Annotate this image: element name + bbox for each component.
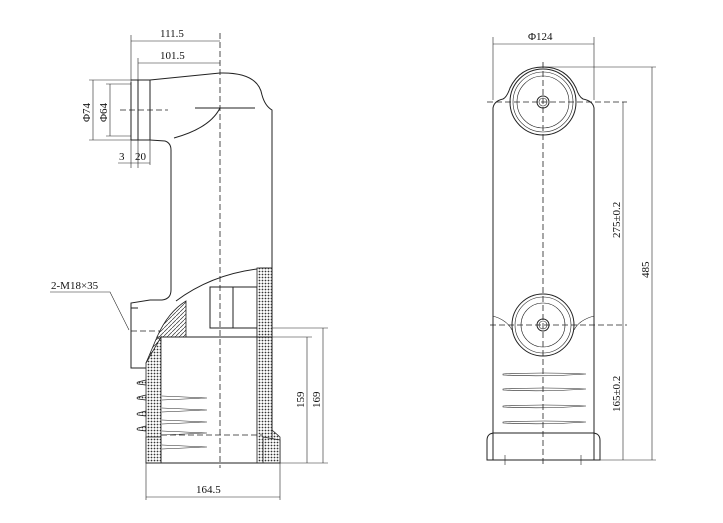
- side-view: 111.5 101.5 Φ74 Φ64 3 20 2-M18×35 159 16…: [50, 28, 328, 500]
- dim-phi64: Φ64: [98, 102, 110, 122]
- dim-101-5: 101.5: [160, 50, 185, 62]
- outer-fins: [136, 379, 147, 432]
- body-outline: [492, 66, 595, 460]
- dim-20: 20: [135, 151, 147, 163]
- dim-phi124: Φ124: [528, 31, 553, 43]
- dim-165: 165±0.2: [611, 376, 623, 412]
- thread-boss: [130, 299, 151, 369]
- base-lines: [146, 336, 280, 464]
- thread-label: 2-M18×35: [51, 280, 99, 292]
- inner-fins: [161, 395, 208, 450]
- front-view: Φ124 275±0.2 165±0.2 485: [486, 31, 656, 465]
- dim-phi74: Φ74: [81, 102, 93, 122]
- inner-arc: [175, 267, 268, 302]
- dim-111-5: 111.5: [160, 28, 184, 40]
- dim-159: 159: [295, 391, 307, 408]
- inner-bore: [209, 286, 258, 329]
- dim-169: 169: [311, 391, 323, 408]
- body-outline: [149, 72, 273, 463]
- dim-3: 3: [119, 151, 125, 163]
- head-arc: [173, 107, 255, 139]
- dim-275: 275±0.2: [611, 202, 623, 238]
- dimensions-left: [50, 35, 328, 500]
- base: [486, 432, 601, 461]
- fins: [502, 372, 587, 425]
- hatched-section: [156, 300, 187, 338]
- dimensions-right: [492, 37, 656, 461]
- dim-164-5: 164.5: [196, 484, 221, 496]
- dim-485: 485: [640, 261, 652, 278]
